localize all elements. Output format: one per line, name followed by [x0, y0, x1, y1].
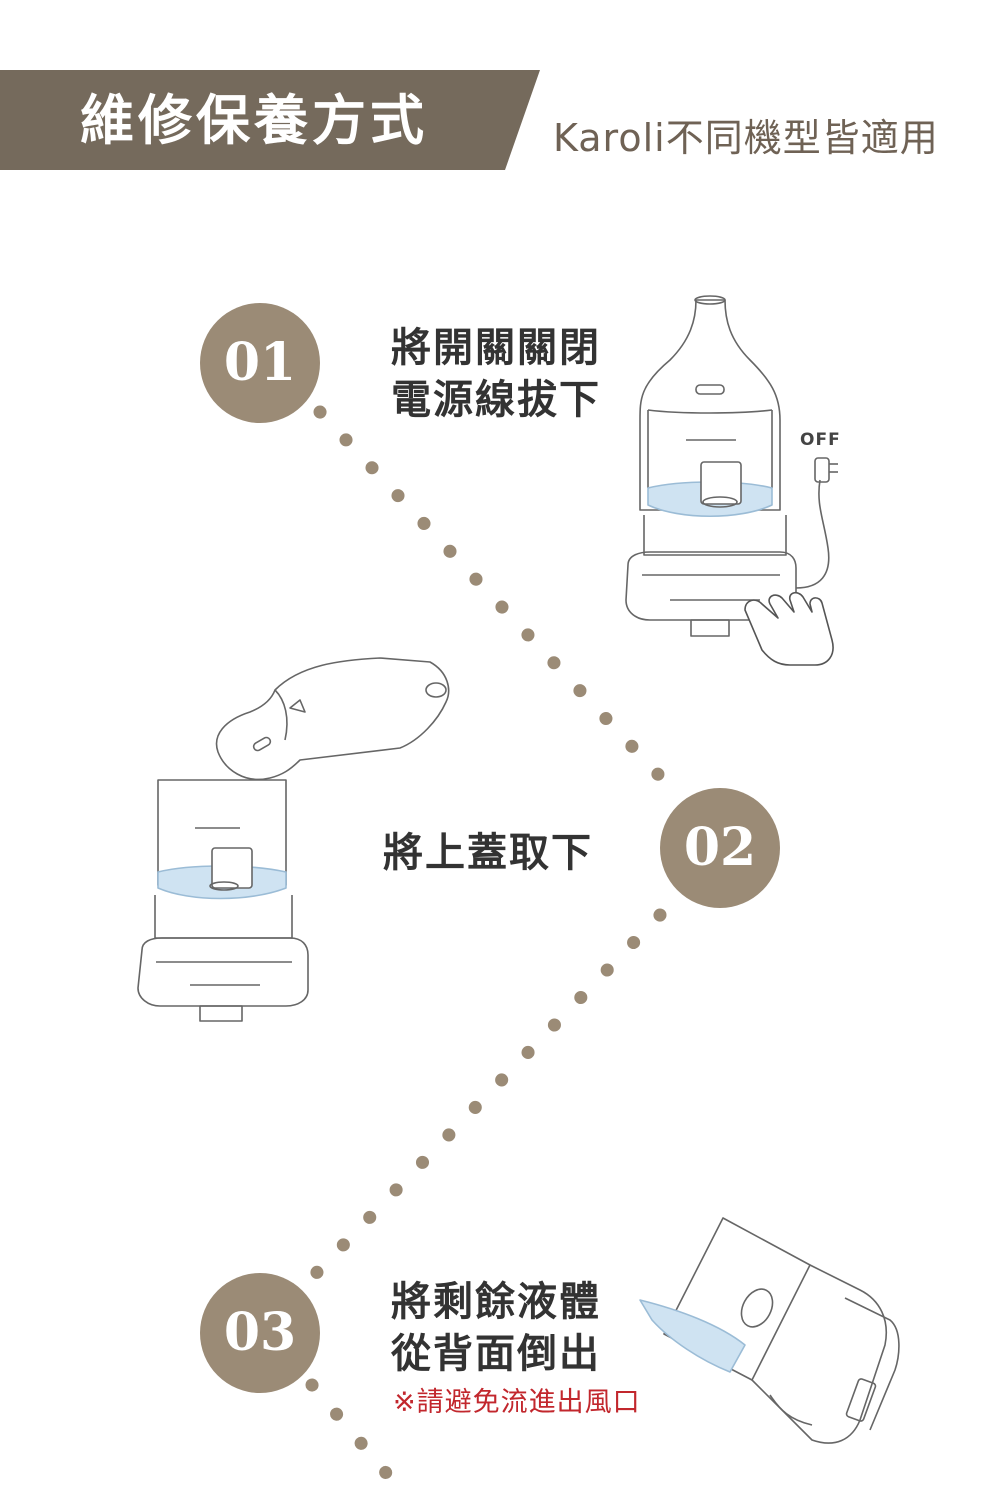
step-03-line-2: 從背面倒出	[391, 1331, 601, 1377]
step-number-01: 01	[200, 303, 320, 423]
step-01-line-2: 電源線拔下	[391, 377, 601, 423]
step-02-text: 將上蓋取下	[383, 827, 593, 879]
step-02-line-1: 將上蓋取下	[383, 830, 593, 876]
banner-shape	[0, 70, 540, 170]
step-number-03: 03	[200, 1273, 320, 1393]
cover-removed-icon	[137, 657, 450, 1022]
humidifier-icon	[625, 295, 838, 666]
step-03-text: 將剩餘液體 從背面倒出	[391, 1276, 601, 1380]
header-banner: 維修保養方式	[0, 70, 540, 170]
step-01-line-1: 將開關關閉	[391, 325, 601, 371]
step-number-02: 02	[660, 788, 780, 908]
pouring-icon	[639, 1217, 900, 1444]
off-label: OFF	[800, 430, 841, 450]
step-03-line-1: 將剩餘液體	[391, 1279, 601, 1325]
step-03-note: ※請避免流進出風口	[393, 1387, 641, 1418]
step-01-text: 將開關關閉 電源線拔下	[391, 322, 601, 426]
page-subtitle: Karoli不同機型皆適用	[553, 116, 939, 160]
dotted-path	[293, 405, 675, 1487]
page-title: 維修保養方式	[80, 88, 428, 152]
